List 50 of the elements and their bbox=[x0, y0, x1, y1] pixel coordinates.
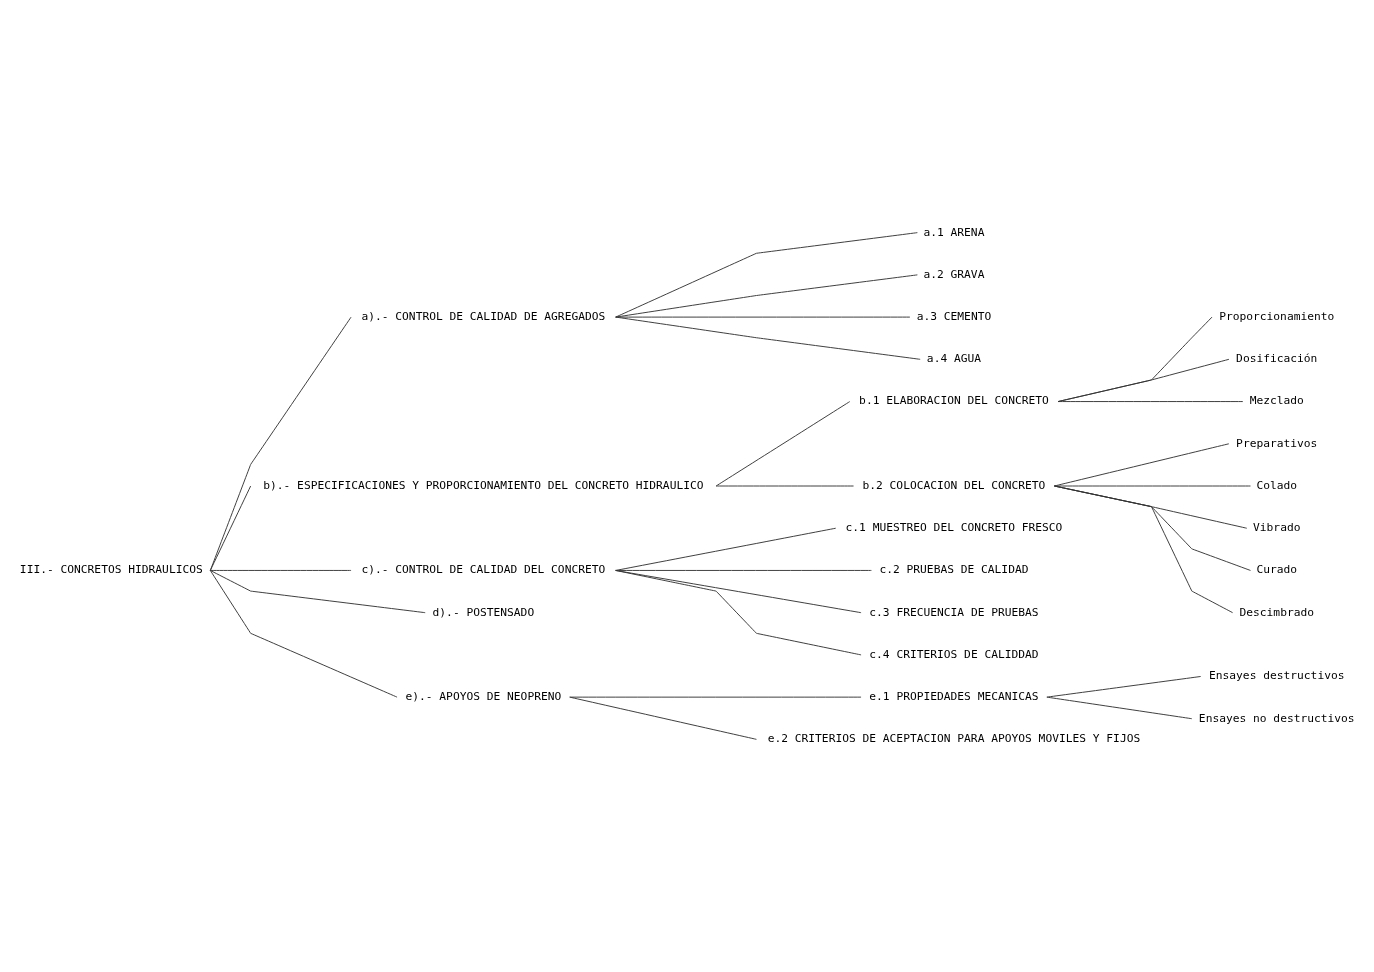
connector bbox=[209, 570, 398, 698]
connector bbox=[715, 401, 851, 487]
node-text: Ensayes destructivos bbox=[1209, 669, 1345, 683]
connector bbox=[615, 527, 837, 571]
node-text: a.1 ARENA bbox=[923, 225, 985, 239]
node-text: a.2 GRAVA bbox=[923, 267, 985, 281]
node-text: Ensayes no destructivos bbox=[1198, 711, 1355, 725]
connector bbox=[615, 274, 918, 318]
connector bbox=[1057, 358, 1230, 403]
node-text: d).- POSTENSADO bbox=[432, 605, 535, 619]
connector bbox=[209, 485, 252, 571]
connector bbox=[615, 570, 862, 656]
connector bbox=[1053, 485, 1234, 614]
connector bbox=[1057, 401, 1244, 403]
node-text: c.2 PRUEBAS DE CALIDAD bbox=[879, 563, 1029, 577]
node-text: e.2 CRITERIOS DE ACEPTACION PARA APOYOS MOVILES Y FIJOS bbox=[767, 732, 1141, 746]
connector bbox=[569, 696, 862, 698]
node-text: b.1 ELABORACION DEL CONCRETO bbox=[859, 394, 1049, 408]
connector bbox=[209, 570, 352, 571]
connector bbox=[1046, 676, 1202, 698]
connector bbox=[1046, 696, 1193, 720]
node-text: b).- ESPECIFICACIONES Y PROPORCIONAMIENTO DEL CONCRETO HIDRAULICO bbox=[263, 478, 704, 492]
node-text: Proporcionamiento bbox=[1219, 310, 1335, 323]
node-text: b.2 COLOCACION DEL CONCRETO bbox=[862, 478, 1046, 492]
node-text: Preparativos bbox=[1236, 436, 1318, 450]
connector bbox=[615, 316, 911, 318]
node-text: Dosificación bbox=[1236, 352, 1318, 366]
node-text: e.1 PROPIEDADES MECANICAS bbox=[869, 690, 1039, 704]
node-text: III.- CONCRETOS HIDRAULICOS bbox=[19, 563, 203, 577]
node-text: Descimbrado bbox=[1239, 605, 1315, 619]
connector bbox=[209, 316, 352, 571]
node-text: a.4 AGUA bbox=[926, 352, 982, 366]
connector bbox=[209, 570, 426, 614]
connector bbox=[1053, 485, 1251, 487]
connector bbox=[569, 696, 757, 740]
node-text: Mezclado bbox=[1249, 394, 1304, 408]
connector bbox=[1053, 485, 1251, 571]
node-text: a).- CONTROL DE CALIDAD DE AGREGADOS bbox=[361, 310, 606, 323]
node-text: Colado bbox=[1256, 478, 1298, 492]
node-text: Vibrado bbox=[1253, 521, 1301, 535]
node-text: c).- CONTROL DE CALIDAD DEL CONCRETO bbox=[361, 563, 606, 577]
connector bbox=[715, 485, 855, 487]
node-text: a.3 CEMENTO bbox=[916, 310, 992, 323]
connector bbox=[615, 316, 921, 360]
connector bbox=[615, 232, 918, 318]
node-text: c.1 MUESTREO DEL CONCRETO FRESCO bbox=[845, 521, 1063, 535]
node-text: c.3 FRECUENCIA DE PRUEBAS bbox=[869, 605, 1039, 619]
node-text: Curado bbox=[1256, 563, 1298, 577]
node-text: c.4 CRITERIOS DE CALIDDAD bbox=[869, 647, 1039, 661]
node-text: e).- APOYOS DE NEOPRENO bbox=[405, 690, 562, 704]
